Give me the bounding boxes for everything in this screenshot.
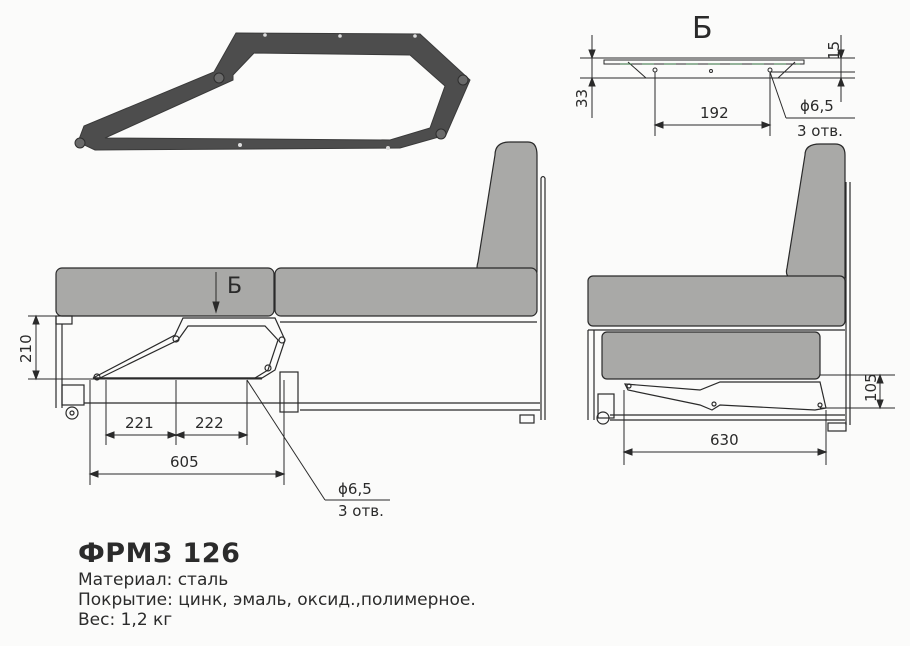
dim-105: 105: [862, 373, 880, 402]
side-view-unfolded-dims: [28, 272, 390, 501]
spec-weight: Вес: 1,2 кг: [78, 610, 173, 630]
product-caption: ФРМЗ 126 Материал: сталь Покрытие: цинк,…: [78, 538, 476, 630]
mechanism-photo: [74, 32, 471, 151]
dim-605: 605: [170, 453, 199, 471]
dim-222: 222: [195, 414, 224, 432]
section-view-b: Б: [580, 11, 855, 136]
side-view-folded-dims: [622, 373, 895, 465]
spec-coating: Покрытие: цинк, эмаль, оксид.,полимерное…: [78, 590, 476, 610]
dim-221: 221: [125, 414, 154, 432]
spec-material: Материал: сталь: [78, 570, 229, 590]
hole-diameter-side: ϕ6,5: [338, 480, 372, 498]
product-title: ФРМЗ 126: [78, 538, 241, 569]
side-view-folded: [587, 143, 851, 432]
dim-630: 630: [710, 431, 739, 449]
section-marker: Б: [227, 274, 242, 299]
hole-diameter-top: ϕ6,5: [800, 97, 834, 115]
dim-192: 192: [700, 104, 729, 122]
dim-210: 210: [17, 334, 35, 363]
side-view-unfolded: [55, 141, 546, 424]
dim-33: 33: [573, 89, 591, 108]
hole-count-side: 3 отв.: [338, 502, 384, 520]
section-label: Б: [692, 11, 713, 46]
hole-count-top: 3 отв.: [797, 122, 843, 140]
dim-15: 15: [825, 41, 843, 60]
